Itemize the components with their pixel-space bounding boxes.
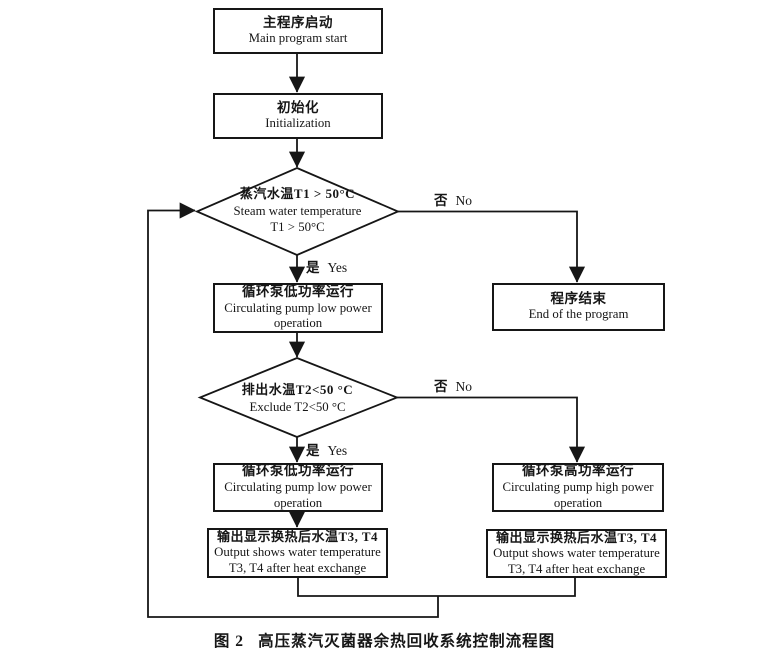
node-initialization: 初始化 Initialization — [213, 93, 383, 139]
branch-label-no-1: 否 No — [434, 189, 472, 209]
branch-label-en: Yes — [327, 260, 348, 275]
branch-label-en: No — [455, 193, 473, 208]
node-label-zh: 循环泵低功率运行 — [242, 463, 354, 479]
edge-output-merge — [297, 578, 576, 597]
node-label-en: Circulating pump high power — [502, 480, 654, 495]
branch-label-zh: 是 — [306, 260, 320, 275]
edge-loop-back — [147, 202, 439, 618]
decision2-diamond — [197, 357, 400, 438]
figure-caption-text: 高压蒸汽灭菌器余热回收系统控制流程图 — [258, 633, 556, 650]
node-label-zh: 程序结束 — [550, 290, 607, 306]
branch-label-zh: 否 — [434, 379, 448, 394]
branch-label-zh: 否 — [434, 193, 448, 208]
node-main-program-start: 主程序启动 Main program start — [213, 8, 383, 54]
node-output-temps-right: 输出显示换热后水温T3, T4 Output shows water tempe… — [486, 529, 667, 578]
branch-label-yes-2: 是 Yes — [306, 439, 347, 459]
figure-caption: 图 2 高压蒸汽灭菌器余热回收系统控制流程图 — [0, 629, 769, 651]
node-end-program: 程序结束 End of the program — [492, 283, 665, 331]
node-label-en: Main program start — [248, 31, 348, 46]
node-label-en: operation — [273, 495, 323, 510]
node-label-en: T3, T4 after heat exchange — [228, 561, 367, 576]
node-label-zh: 主程序启动 — [263, 14, 333, 30]
figure-caption-label: 图 2 — [213, 633, 245, 650]
branch-label-no-2: 否 No — [434, 375, 472, 395]
branch-label-en: No — [455, 379, 473, 394]
node-label-zh: 循环泵低功率运行 — [242, 283, 354, 299]
node-output-temps-left: 输出显示换热后水温T3, T4 Output shows water tempe… — [207, 528, 388, 578]
node-pump-low-power-1: 循环泵低功率运行 Circulating pump low power oper… — [213, 283, 383, 333]
node-label-zh: 初始化 — [277, 99, 319, 115]
node-label-en: Circulating pump low power — [224, 300, 372, 315]
node-label-en: T3, T4 after heat exchange — [507, 561, 646, 576]
edge-decision1-no — [398, 210, 586, 283]
node-label-en: Initialization — [265, 116, 331, 131]
branch-label-yes-1: 是 Yes — [306, 256, 347, 276]
node-label-en: End of the program — [528, 307, 629, 322]
branch-label-en: Yes — [327, 443, 348, 458]
node-label-zh: 输出显示换热后水温T3, T4 — [216, 529, 379, 545]
edge-decision2-no — [397, 396, 586, 463]
node-label-zh: 输出显示换热后水温T3, T4 — [495, 529, 658, 545]
decision1-diamond — [194, 167, 401, 256]
node-label-en: Circulating pump low power — [224, 480, 372, 495]
node-label-en: Output shows water temperature — [214, 545, 381, 560]
node-label-en: operation — [553, 495, 603, 510]
branch-label-zh: 是 — [306, 443, 320, 458]
node-label-zh: 循环泵高功率运行 — [522, 463, 634, 479]
node-pump-high-power: 循环泵高功率运行 Circulating pump high power ope… — [492, 463, 664, 512]
node-label-en: operation — [273, 316, 323, 331]
node-pump-low-power-2: 循环泵低功率运行 Circulating pump low power oper… — [213, 463, 383, 512]
node-label-en: Output shows water temperature — [493, 545, 660, 560]
